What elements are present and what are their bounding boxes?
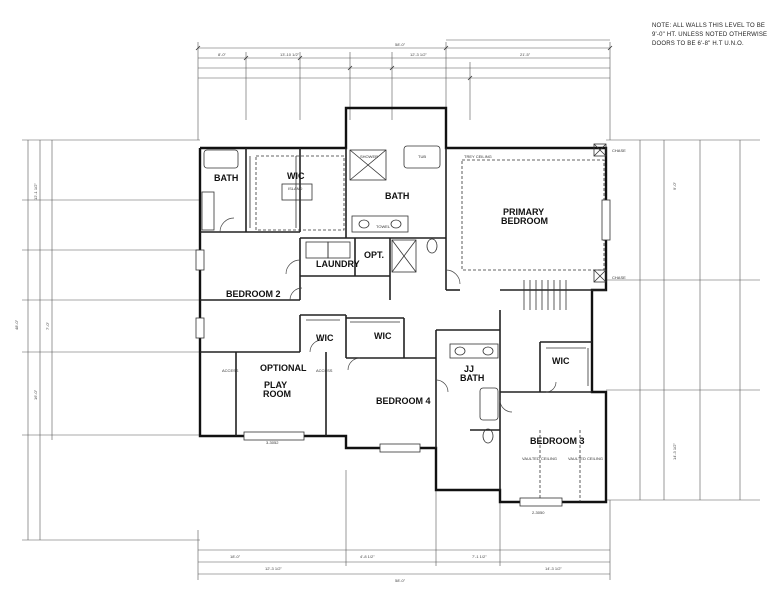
room-opt: OPT. [364, 250, 384, 260]
vanity-jj [449, 343, 499, 359]
right-dimensions [606, 139, 760, 501]
label-towel: TOWEL [376, 224, 391, 229]
label-island: ISLAND [288, 186, 303, 191]
top-ticks [195, 45, 613, 81]
room-bedroom4: BEDROOM 4 [376, 396, 431, 406]
window-bed3 [519, 497, 563, 507]
general-note: NOTE: ALL WALLS THIS LEVEL TO BE 9'-0" H… [652, 22, 780, 49]
dim-left-c: 12'-1 1/2" [33, 183, 38, 200]
label-vaulted-right: VAULTED CEILING [568, 456, 603, 461]
label-window-play: 3-3052 [266, 440, 279, 445]
left-dimensions [22, 139, 200, 541]
door-swings [219, 217, 557, 413]
shower-laundry [391, 239, 417, 273]
room-wic-right: WIC [552, 356, 570, 366]
dim-bottom-c: 14'-3 1/2" [545, 566, 562, 571]
room-bedroom3: BEDROOM 3 [530, 436, 585, 446]
note-line-2: 9'-0" HT. UNLESS NOTED OTHERWISE [652, 32, 768, 38]
room-bath-left: BATH [214, 173, 238, 183]
room-wic-top: WIC [287, 171, 305, 181]
dim-left-b: 7'-0" [45, 321, 50, 330]
room-jj-line2: BATH [460, 373, 484, 383]
label-access-left: ACCESS [222, 368, 239, 373]
dim-right-a: 9'-0" [672, 181, 677, 190]
label-trey-ceiling: TREY CEILING [464, 154, 492, 159]
window-bed4 [379, 443, 421, 453]
vanity-left [201, 191, 215, 231]
label-shower: SHOWER [360, 154, 378, 159]
dim-top-a: 8'-0" [218, 52, 227, 57]
tub-center [403, 145, 441, 169]
room-laundry: LAUNDRY [316, 259, 360, 269]
room-wic-mid-left: WIC [316, 333, 334, 343]
top-dimensions [197, 39, 611, 140]
note-line-1: NOTE: ALL WALLS THIS LEVEL TO BE [652, 23, 766, 29]
chase-box-top [593, 143, 607, 157]
island-fixture [281, 183, 313, 201]
dim-top-d: 12'-3 1/2" [410, 52, 427, 57]
room-jj-line1: JJ [464, 364, 474, 374]
label-window-bottom: 2-3050 [532, 510, 545, 515]
room-primary-line2: BEDROOM [501, 216, 548, 226]
chase-box-mid [593, 269, 607, 283]
dim-bottom-overall: 58'-0" [395, 578, 406, 583]
room-play-line2: ROOM [263, 389, 291, 399]
window-bed2-upper [195, 249, 205, 271]
note-line-3: DOORS TO BE 6'-8" H.T U.N.O. [652, 41, 744, 47]
window-primary [601, 199, 611, 241]
tub-jj [479, 387, 499, 421]
fixtures [201, 143, 607, 444]
wic-ceiling-outline [255, 155, 345, 231]
label-access-right: ACCESS [316, 368, 333, 373]
window-play [243, 431, 305, 441]
stair [523, 280, 567, 310]
window-bed2-lower [195, 317, 205, 339]
dim-top-c: 21'-5" [520, 52, 531, 57]
label-chase-top: CHASE [612, 148, 626, 153]
dim-bottom-a: 18'-0" [230, 554, 241, 559]
dim-left-a: 16'-0" [33, 389, 38, 400]
vanity-center [351, 215, 409, 233]
room-wic-mid-right: WIC [374, 331, 392, 341]
room-bath-center: BATH [385, 191, 409, 201]
dim-top-overall: 58'-0" [395, 42, 406, 47]
exterior-walls [198, 106, 608, 504]
dim-bottom-b: 12'-3 1/2" [265, 566, 282, 571]
dim-bottom-e: 7'-1 1/2" [472, 554, 487, 559]
shower-fixture [349, 149, 387, 181]
toilet-center [426, 238, 438, 254]
room-play-line1: PLAY [264, 380, 287, 390]
dim-left-overall: 48'-0" [14, 319, 19, 330]
dim-right-b: 14'-3 1/2" [672, 443, 677, 460]
toilet-jj [482, 428, 494, 444]
label-tub: TUB [418, 154, 426, 159]
label-vaulted-left: VAULTED CEILING [522, 456, 557, 461]
room-optional: OPTIONAL [260, 363, 307, 373]
dim-top-b: 13'-10 1/2" [280, 52, 300, 57]
room-bedroom2: BEDROOM 2 [226, 289, 281, 299]
washer [305, 241, 329, 259]
tub-left [203, 149, 239, 169]
windows [195, 199, 611, 507]
dryer [327, 241, 351, 259]
label-chase-mid: CHASE [612, 275, 626, 280]
bottom-dimensions [197, 470, 611, 580]
dim-bottom-d: 4'-8 1/2" [360, 554, 375, 559]
interior-walls [200, 148, 606, 490]
room-primary-line1: PRIMARY [503, 207, 544, 217]
